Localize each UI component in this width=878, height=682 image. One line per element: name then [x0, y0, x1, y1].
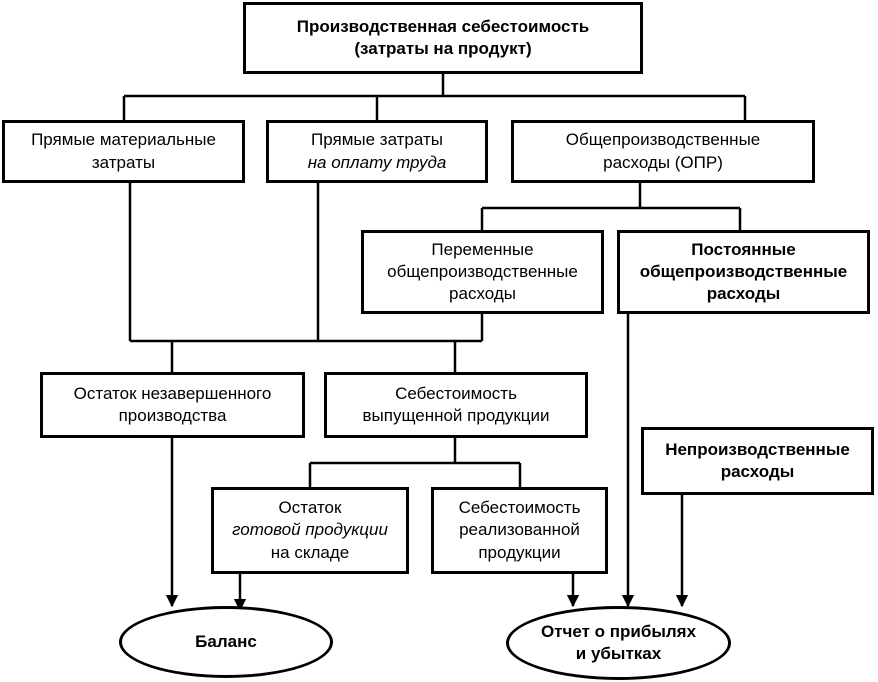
- wip-balance-line2: производства: [118, 406, 227, 425]
- cogs-line1: Себестоимость: [458, 498, 581, 518]
- overhead-line2: расходы (ОПР): [603, 152, 723, 172]
- finished-goods-line2: готовой продукции: [232, 520, 388, 540]
- production-cost-line2: (затраты на продукт): [354, 39, 532, 58]
- wip-balance-line1: Остаток незавершенного: [73, 383, 272, 403]
- direct-labor-node: Прямые затраты на оплату труда: [266, 120, 488, 183]
- cost-of-goods-manufactured-node: Себестоимость выпущенной продукции: [324, 372, 588, 438]
- finished-goods-line3: на складе: [270, 542, 350, 562]
- balance-sheet-node: Баланс: [119, 606, 333, 678]
- finished-goods-balance-node: Остаток готовой продукции на складе: [211, 487, 409, 574]
- production-cost-line1: Производственная себестоимость: [296, 16, 590, 36]
- overhead-node: Общепроизводственные расходы (ОПР): [511, 120, 815, 183]
- production-cost-node: Производственная себестоимость (затраты …: [243, 2, 643, 74]
- cogs-line2: реализованной: [459, 520, 580, 540]
- direct-materials-line1: Прямые материальные: [31, 130, 216, 150]
- fixed-overhead-line3: расходы: [706, 284, 781, 304]
- variable-overhead-node: Переменные общепроизводственные расходы: [361, 230, 604, 314]
- overhead-line1: Общепроизводственные: [565, 130, 761, 150]
- income-statement-line2: и убытках: [575, 644, 662, 663]
- wip-balance-node: Остаток незавершенного производства: [40, 372, 305, 438]
- direct-labor-line2: на оплату труда: [307, 152, 447, 172]
- nonproduction-costs-node: Непроизводственные расходы: [641, 427, 874, 495]
- nonproduction-line2: расходы: [720, 462, 795, 481]
- cogm-line1: Себестоимость: [395, 383, 517, 403]
- balance-sheet-label: Баланс: [195, 631, 257, 651]
- variable-overhead-line1: Переменные: [431, 239, 534, 259]
- cogm-line2: выпущенной продукции: [362, 406, 550, 425]
- income-statement-node: Отчет о прибылях и убытках: [506, 606, 731, 680]
- direct-labor-line1: Прямые затраты: [311, 130, 443, 150]
- direct-materials-node: Прямые материальные затраты: [2, 120, 245, 183]
- fixed-overhead-node: Постоянные общепроизводственные расходы: [617, 230, 870, 314]
- cogs-line3: продукции: [478, 542, 561, 562]
- nonproduction-line1: Непроизводственные: [665, 439, 850, 459]
- fixed-overhead-line1: Постоянные: [691, 239, 796, 259]
- fixed-overhead-line2: общепроизводственные: [639, 261, 848, 281]
- direct-materials-line2: затраты: [91, 152, 156, 172]
- variable-overhead-line2: общепроизводственные: [387, 261, 578, 281]
- finished-goods-line1: Остаток: [278, 498, 342, 518]
- variable-overhead-line3: расходы: [449, 284, 516, 304]
- income-statement-line1: Отчет о прибылях: [540, 621, 697, 641]
- cost-of-goods-sold-node: Себестоимость реализованной продукции: [431, 487, 608, 574]
